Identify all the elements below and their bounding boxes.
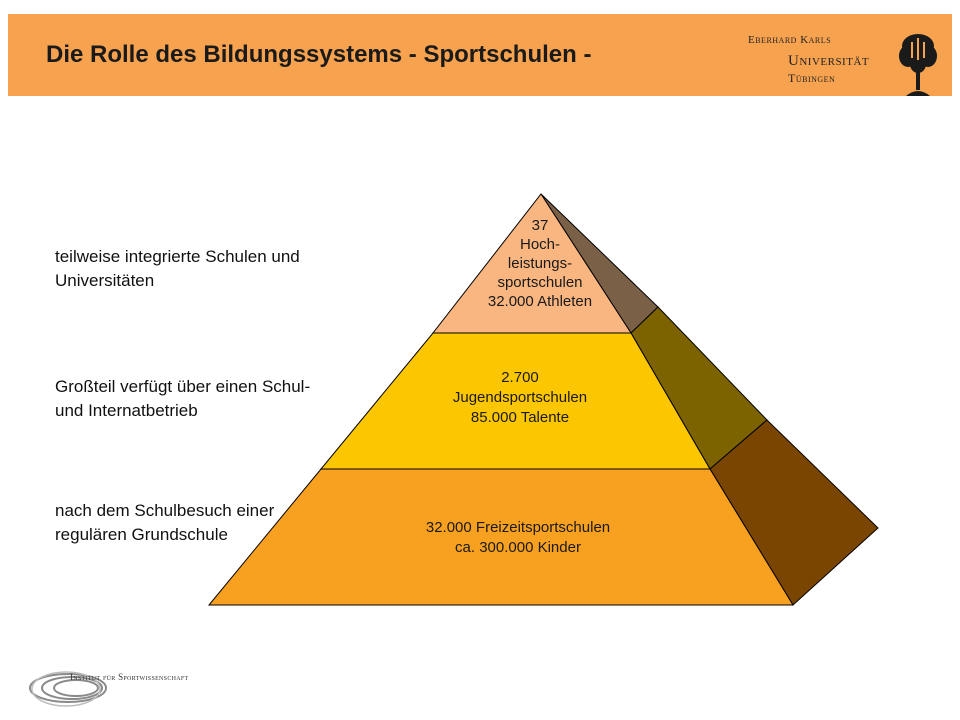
tier-bottom-line: 32.000 Freizeitsportschulen: [425, 519, 611, 536]
tier-top-line: leistungs-: [507, 255, 573, 272]
palm-tree-icon: [899, 34, 937, 96]
tier-top-label: 37 Hoch- leistungs- sportschulen 32.000 …: [470, 216, 610, 311]
tier-bottom-label: 32.000 Freizeitsportschulen ca. 300.000 …: [368, 518, 668, 558]
university-name-line3: Tübingen: [788, 71, 836, 85]
university-name-line2: Universität: [788, 53, 870, 69]
side-label-bottom: nach dem Schulbesuch einer regulären Gru…: [55, 501, 275, 544]
tier-top-line: 37: [531, 217, 549, 234]
tier-middle-line: 85.000 Talente: [470, 409, 570, 426]
tier-middle-line: Jugendsportschulen: [452, 389, 588, 406]
institute-logo: Institut für Sportwissenschaft: [29, 671, 189, 707]
page-title: Die Rolle des Bildungssystems - Sportsch…: [46, 41, 592, 68]
header-banner: Die Rolle des Bildungssystems - Sportsch…: [8, 14, 952, 96]
tier-middle-label: 2.700 Jugendsportschulen 85.000 Talente: [420, 368, 620, 428]
tier-bottom-line: ca. 300.000 Kinder: [455, 539, 581, 556]
tier-top-line: 32.000 Athleten: [487, 293, 593, 310]
pyramid-tier-bottom: [207, 468, 794, 606]
side-label-top: teilweise integrierte Schulen und Univer…: [55, 247, 300, 290]
university-name-line1: Eberhard Karls: [748, 34, 832, 46]
tier-top-line: Hoch-: [519, 236, 560, 253]
tier-top-line: sportschulen: [497, 274, 583, 291]
tier-middle-line: 2.700: [501, 369, 539, 386]
institute-name: Institut für Sportwissenschaft: [70, 672, 189, 682]
side-label-middle: Großteil verfügt über einen Schul- und I…: [55, 377, 311, 420]
university-logo: Eberhard Karls Universität Tübingen: [744, 22, 940, 96]
